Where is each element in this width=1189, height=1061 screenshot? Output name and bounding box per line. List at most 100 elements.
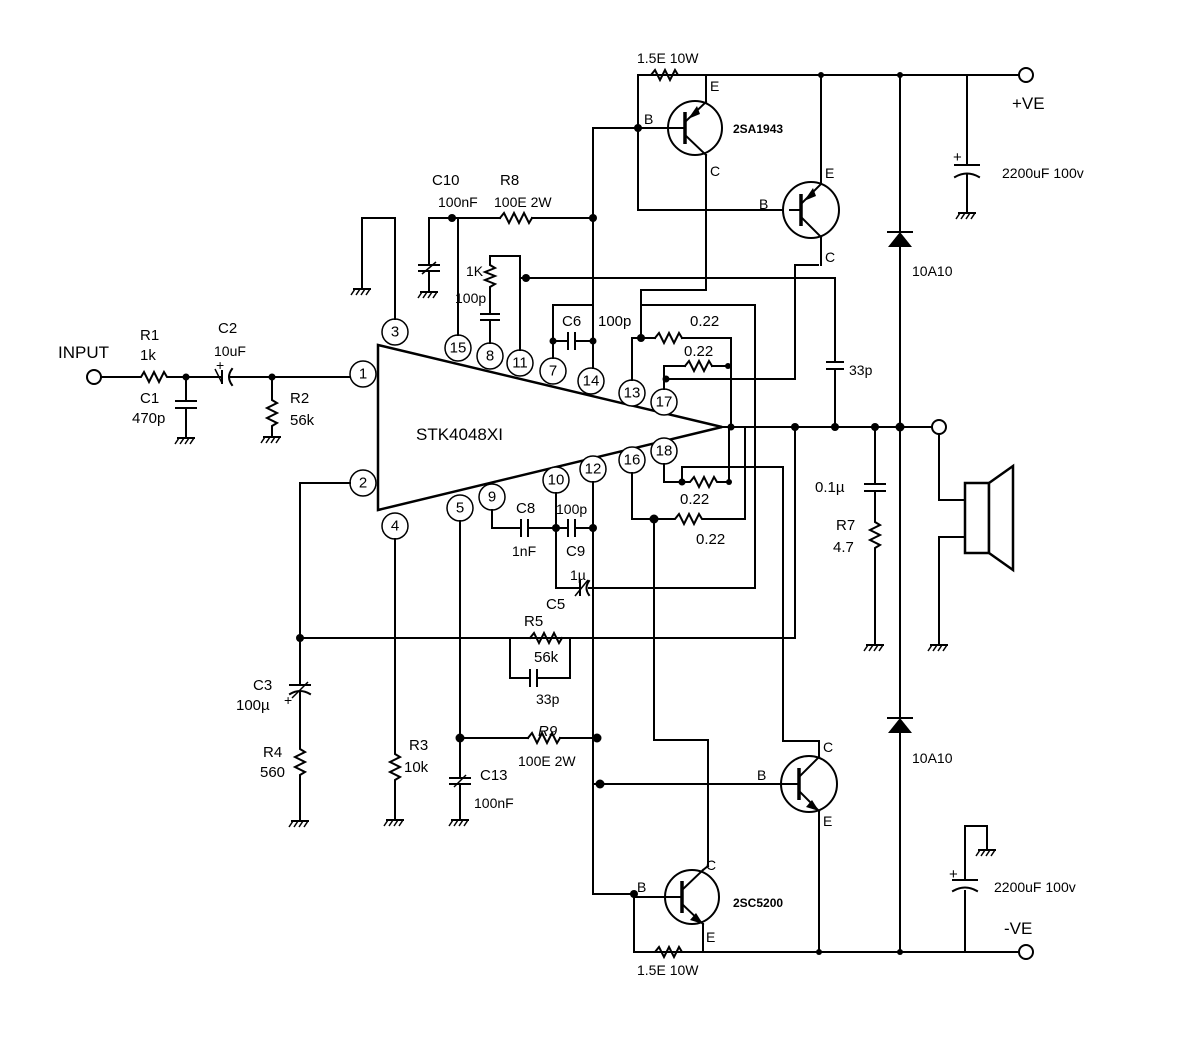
- r4-name: R4: [263, 744, 282, 761]
- c1-value: 470p: [132, 410, 165, 427]
- pin4-r3: R3 10k: [383, 538, 429, 827]
- r5-cap: 33p: [536, 691, 560, 707]
- r7-value: 4.7: [833, 539, 854, 556]
- r022-top-b: 0.22: [684, 343, 713, 360]
- output-terminal: [931, 419, 947, 435]
- speaker-icon: [927, 433, 1015, 652]
- c9-value: 100p: [556, 501, 587, 517]
- transistor-top-driver: 1.5E 10W B E C 2SA1943: [637, 50, 791, 211]
- q-bot-label: 2SC5200: [733, 896, 783, 910]
- c1-name: C1: [140, 390, 159, 407]
- c33p-label: 33p: [849, 362, 873, 378]
- c01-label: 0.1µ: [815, 479, 845, 496]
- r-top-label: 1.5E 10W: [637, 50, 699, 66]
- pin-17: 17: [656, 394, 673, 411]
- c10-r8-network: C10 100nF R8 100E 2W: [417, 124, 642, 369]
- q4-b: B: [637, 879, 646, 895]
- c100p-label: 100p: [455, 290, 486, 306]
- r1k-label: 1K: [466, 263, 484, 279]
- r7-name: R7: [836, 517, 855, 534]
- c10-value: 100nF: [438, 194, 478, 210]
- vneg-label: -VE: [1004, 919, 1032, 938]
- c6-name: C6: [562, 313, 581, 330]
- pin-4: 4: [391, 518, 399, 535]
- vpos-label: +VE: [1012, 94, 1045, 113]
- pin-11: 11: [512, 355, 528, 372]
- q2-c: C: [825, 249, 835, 265]
- r-bot-label: 1.5E 10W: [637, 962, 699, 978]
- pin12-line: [589, 481, 781, 898]
- r3-name: R3: [409, 737, 428, 754]
- feedback-network: + C3 100µ R4 560 R5 56k 33p: [236, 482, 796, 828]
- pin-8: 8: [486, 348, 494, 365]
- r5-name: R5: [524, 613, 543, 630]
- q3-e: E: [823, 813, 832, 829]
- c9-name: C9: [566, 543, 585, 560]
- pin-circles: 3 1 2 4 15 8 11 7 14 13 17 18 16 12 10 9…: [349, 318, 678, 540]
- r2-name: R2: [290, 390, 309, 407]
- diode-bot-label: 10A10: [912, 750, 953, 766]
- c3-value: 100µ: [236, 697, 270, 714]
- c5-value: 1µ: [570, 567, 586, 583]
- pin-9: 9: [488, 489, 496, 506]
- r022-bot-a: 0.22: [680, 491, 709, 508]
- pin-2: 2: [359, 475, 367, 492]
- r2-value: 56k: [290, 412, 315, 429]
- vpos-terminal: [1018, 67, 1034, 83]
- pin-16: 16: [624, 452, 641, 469]
- cap-top-label: 2200uF 100v: [1002, 165, 1084, 181]
- top-emitter-resistors: 0.22 0.22: [631, 154, 819, 428]
- r8-value: 100E 2W: [494, 194, 552, 210]
- input-label: INPUT: [58, 343, 109, 362]
- svg-text:+: +: [284, 692, 292, 708]
- pin-18: 18: [656, 443, 673, 460]
- input-stage: INPUT R1 1k C1 470p + C2 10uF R2 56k: [58, 217, 396, 445]
- cap-bot-label: 2200uF 100v: [994, 879, 1076, 895]
- c13-value: 100nF: [474, 795, 514, 811]
- diode-top-label: 10A10: [912, 263, 953, 279]
- transistor-bottom-driver: B C E 2SC5200 1.5E 10W: [633, 857, 783, 978]
- bottom-emitter-resistors: 0.22 0.22: [631, 426, 784, 867]
- pin-14: 14: [583, 373, 600, 390]
- output-node: 0.1µ R7 4.7: [721, 419, 947, 652]
- transistor-top-output: B E C: [759, 72, 840, 266]
- pin-12: 12: [585, 461, 602, 478]
- ic-triangle: STK4048XI: [376, 343, 723, 512]
- pin-15: 15: [450, 340, 467, 357]
- svg-text:+: +: [953, 149, 962, 166]
- c8-name: C8: [516, 500, 535, 517]
- q1-c: C: [710, 163, 720, 179]
- c10-name: C10: [432, 172, 460, 189]
- r1-name: R1: [140, 327, 159, 344]
- c5-name: C5: [546, 596, 565, 613]
- q4-c: C: [706, 857, 716, 873]
- svg-text:+: +: [216, 357, 224, 373]
- r022-top-a: 0.22: [690, 313, 719, 330]
- q3-c: C: [823, 739, 833, 755]
- svg-text:+: +: [949, 866, 958, 883]
- q-top-label: 2SA1943: [733, 122, 783, 136]
- q1-b: B: [644, 111, 653, 127]
- vneg-terminal: [1018, 944, 1034, 960]
- pin-1: 1: [359, 366, 367, 383]
- c6-value: 100p: [598, 313, 631, 330]
- pin-5: 5: [456, 500, 464, 517]
- r9-name: R9: [538, 723, 558, 740]
- pin-3: 3: [391, 324, 399, 341]
- r1-value: 1k: [140, 347, 156, 364]
- ic-label: STK4048XI: [416, 425, 503, 444]
- c6-network: C6 100p: [549, 304, 631, 359]
- c13-name: C13: [480, 767, 508, 784]
- q4-e: E: [706, 929, 715, 945]
- r9-value: 100E 2W: [518, 753, 576, 769]
- c2-value: 10uF: [214, 343, 246, 359]
- power-rails: +VE -VE 10A10 10A10 + 2200uF 100v + 2200…: [633, 67, 1084, 960]
- q1-e: E: [710, 78, 719, 94]
- pin-10: 10: [548, 472, 565, 489]
- r4-value: 560: [260, 764, 285, 781]
- r8-name: R8: [500, 172, 519, 189]
- pin9-c8: C8 1nF 100p C9 1µ C5: [491, 304, 756, 613]
- r5-value: 56k: [534, 649, 559, 666]
- c8-value: 1nF: [512, 543, 536, 559]
